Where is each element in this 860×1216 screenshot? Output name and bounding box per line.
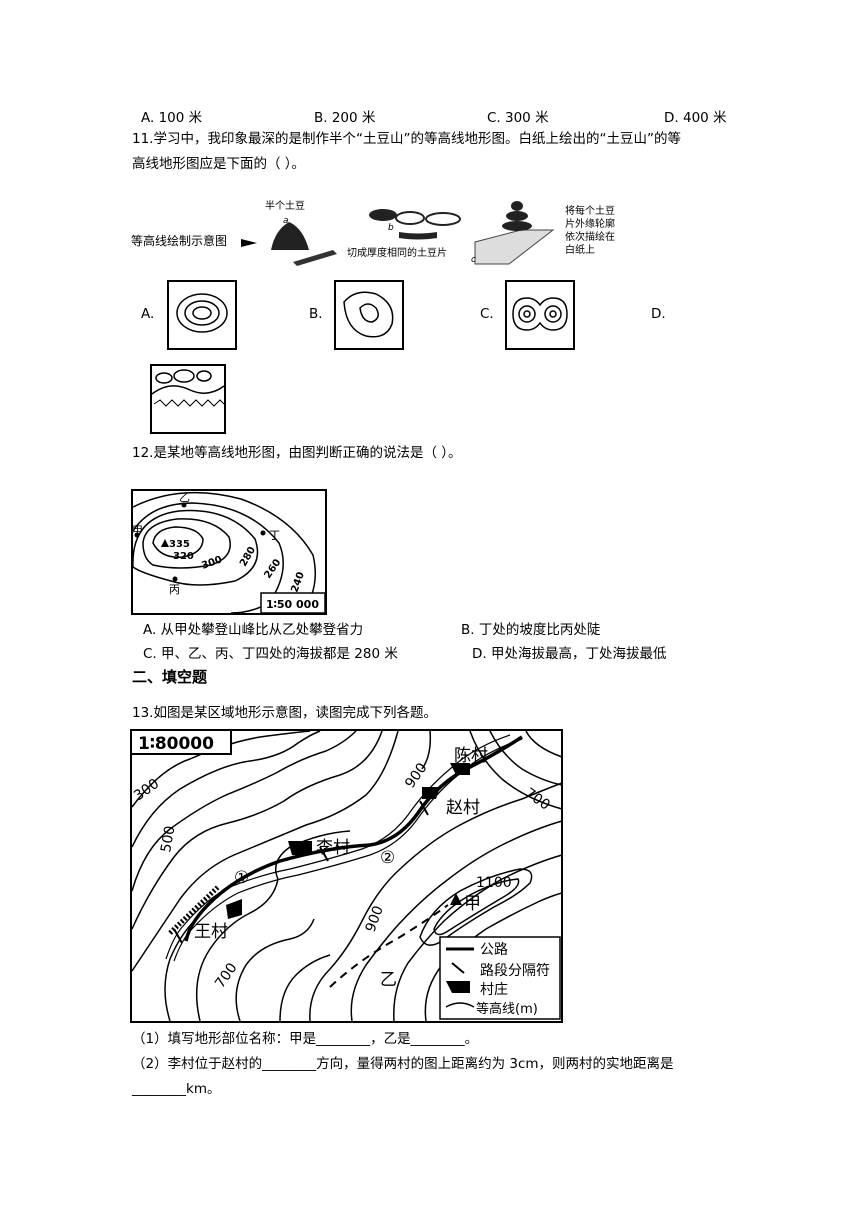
q10-option-c: C. 300 米 <box>487 110 549 126</box>
label-yi: 乙 <box>380 970 397 990</box>
white-paper-shape <box>474 229 555 265</box>
q10-option-b: B. 200 米 <box>314 110 376 126</box>
contour-500: 500 <box>158 825 178 854</box>
q12-scale: 1∶50 000 <box>266 598 319 611</box>
q11-option-c-label: C. <box>480 306 494 322</box>
q12-option-a: A. 从甲处攀登山峰比从乙处攀登省力 <box>143 622 364 638</box>
legend-separator: 路段分隔符 <box>480 963 550 979</box>
map-legend: 公路 路段分隔符 村庄 等高线(m) <box>439 936 561 1020</box>
mark-2: ② <box>380 848 395 868</box>
potato-slice-base <box>399 232 437 240</box>
label-c: c <box>471 255 476 265</box>
stacked-slice-3 <box>502 221 532 231</box>
stacked-slice-2 <box>506 211 528 221</box>
knife-icon <box>293 250 337 266</box>
village-li-icon <box>288 841 312 855</box>
q12-stem: 12.是某地等高线地形图，由图判断正确的说法是（ ）。 <box>132 445 462 461</box>
peak-icon <box>161 539 169 547</box>
label-b: b <box>388 223 394 233</box>
q13-sub1: （1）填写地形部位名称：甲是________，乙是________。 <box>132 1031 479 1047</box>
half-potato-shape <box>271 222 309 250</box>
q13-scale: 1∶80000 <box>138 734 214 754</box>
arrow-icon <box>241 239 257 247</box>
mark-1: ① <box>234 868 249 888</box>
village-zhao-icon <box>422 787 440 799</box>
q11-option-b-label: B. <box>309 306 323 322</box>
q12-option-b: B. 丁处的坡度比丙处陡 <box>461 622 601 638</box>
stacked-slice-1 <box>511 201 523 211</box>
trace-caption-1: 将每个土豆 <box>565 204 615 217</box>
diagram-left-label: 等高线绘制示意图 <box>131 233 227 248</box>
q10-option-d: D. 400 米 <box>664 110 727 126</box>
trace-caption-3: 依次描绘在 <box>565 230 615 243</box>
road-hatched-section <box>168 885 220 935</box>
peak-elevation: 335 <box>169 539 190 550</box>
q13-terrain-map: 1∶80000 陈村 赵村 李村 王村 甲 乙 ① ② 300 500 700 … <box>130 729 563 1023</box>
label-li: 李村 <box>316 838 350 858</box>
q10-option-a: A. 100 米 <box>141 110 203 126</box>
label-bing: 丙 <box>169 583 180 596</box>
q12-contour-map: 甲 乙 丙 丁 335 320 300 280 260 240 1∶50 000 <box>131 489 327 615</box>
village-chen-icon <box>450 763 470 775</box>
trace-caption-4: 白纸上 <box>565 243 595 256</box>
label-yi: 乙 <box>179 491 190 504</box>
contour-320: 320 <box>173 551 194 562</box>
q13-stem: 13.如图是某区域地形示意图，读图完成下列各题。 <box>132 705 437 721</box>
q11-option-d-map <box>150 364 226 434</box>
q12-option-c: C. 甲、乙、丙、丁四处的海拔都是 280 米 <box>143 646 398 662</box>
label-wang: 王村 <box>194 922 228 942</box>
section-title: 二、填空题 <box>132 668 208 686</box>
q12-option-d: D. 甲处海拔最高，丁处海拔最低 <box>472 646 667 662</box>
q11-option-a-map <box>167 280 237 350</box>
legend-village: 村庄 <box>480 981 508 998</box>
potato-slice-mid <box>395 211 425 225</box>
dashed-track <box>329 904 449 988</box>
half-potato-label: 半个土豆 <box>265 199 305 212</box>
label-jia: 甲 <box>132 524 143 537</box>
label-jia: 甲 <box>464 894 481 914</box>
q11-option-d-label: D. <box>651 306 666 322</box>
label-zhao: 赵村 <box>446 798 480 818</box>
q11-stem-line2: 高线地形图应是下面的（ ）。 <box>132 156 306 172</box>
label-chen: 陈村 <box>454 746 488 766</box>
q11-option-a-label: A. <box>141 306 155 322</box>
potato-slice-bottom <box>425 212 461 226</box>
contour-1100: 1100 <box>476 875 512 891</box>
village-wang-icon <box>226 899 242 919</box>
peak-jia-icon <box>450 893 462 905</box>
label-ding: 丁 <box>269 529 280 542</box>
slice-caption: 切成厚度相同的土豆片 <box>347 246 447 259</box>
q11-option-c-map <box>505 280 575 350</box>
potato-slice-top <box>369 209 397 221</box>
legend-road: 公路 <box>480 942 508 958</box>
label-a: a <box>283 216 289 226</box>
legend-contour: 等高线(m) <box>476 1001 538 1017</box>
q13-sub2-line1: （2）李村位于赵村的________方向，量得两村的图上距离约为 3cm，则两村… <box>132 1056 674 1072</box>
potato-contour-diagram: 等高线绘制示意图 半个土豆 a b 切成厚度相同的土豆片 c 将每个土豆 片外缘… <box>131 199 615 266</box>
trace-caption-2: 片外缘轮廓 <box>565 217 615 230</box>
q11-stem-line1: 11.学习中，我印象最深的是制作半个“土豆山”的等高线地形图。白纸上绘出的“土豆… <box>132 131 681 147</box>
q13-sub2-line2: ________km。 <box>132 1081 221 1097</box>
q11-option-b-map <box>334 280 404 350</box>
